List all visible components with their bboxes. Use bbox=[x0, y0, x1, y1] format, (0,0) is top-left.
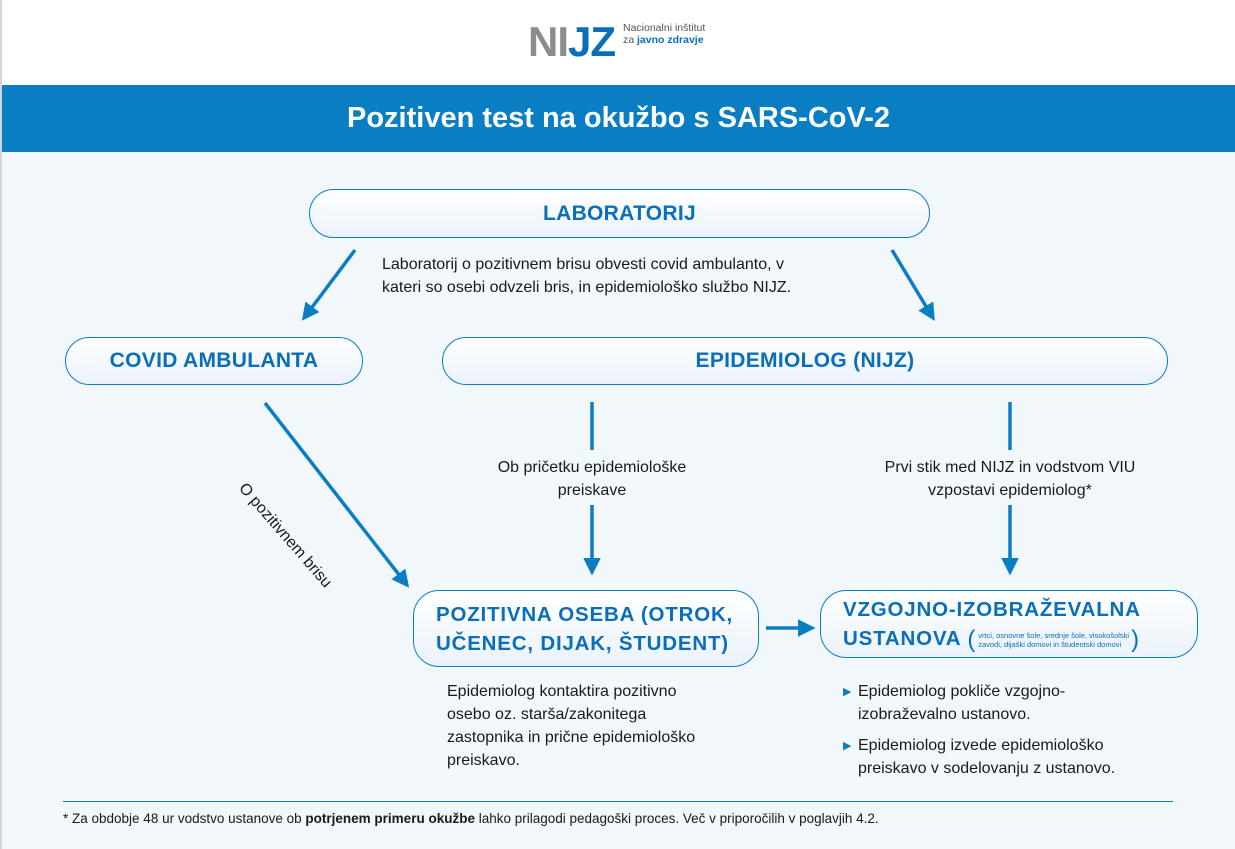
bullet-triangle-icon: ▶ bbox=[843, 686, 852, 698]
paren-close: ) bbox=[1131, 625, 1140, 653]
positive-details-line1: Epidemiolog kontaktira pozitivno bbox=[447, 683, 677, 700]
lab-notification-line1: Laboratorij o pozitivnem brisu obvesti c… bbox=[382, 256, 784, 273]
node-vzgojno-label: VZGOJNO-IZOBRAŽEVALNA USTANOVA(vrtci, os… bbox=[843, 595, 1141, 653]
positive-person-details: Epidemiolog kontaktira pozitivno osebo o… bbox=[447, 680, 767, 772]
node-covid-ambulanta: COVID AMBULANTA bbox=[65, 337, 363, 385]
node-pozitivna-oseba: POZITIVNA OSEBA (OTROK, UČENEC, DIJAK, Š… bbox=[413, 590, 759, 667]
node-vzgojno-line2-row: USTANOVA(vrtci, osnovne šole, srednje šo… bbox=[843, 624, 1141, 653]
node-pozitivna-oseba-label: POZITIVNA OSEBA (OTROK, UČENEC, DIJAK, Š… bbox=[436, 600, 733, 658]
prvi-stik-line2: vzpostavi epidemiolog* bbox=[928, 482, 1092, 499]
page-edge bbox=[0, 0, 2, 849]
footnote-divider bbox=[63, 801, 1173, 802]
institution-step-2: ▶ Epidemiolog izvede epidemiološko preis… bbox=[843, 734, 1173, 780]
logo-wordmark: Nacionalni inštitut za javno zdravje bbox=[623, 22, 705, 46]
logo-line2: za javno zdravje bbox=[623, 34, 705, 46]
node-vzgojno-line2: USTANOVA bbox=[843, 627, 962, 650]
institution-examples-text: vrtci, osnovne šole, srednje šole, visok… bbox=[976, 631, 1131, 649]
step2-line2: preiskavo v sodelovanju z ustanovo. bbox=[858, 760, 1116, 777]
logo-line1: Nacionalni inštitut bbox=[623, 22, 706, 34]
note-line2: zavodi, dijaški domovi in študentski dom… bbox=[978, 639, 1122, 649]
node-laboratorij-label: LABORATORIJ bbox=[542, 201, 697, 225]
step1-line1: Epidemiolog pokliče vzgojno- bbox=[858, 683, 1066, 700]
bullet-triangle-icon: ▶ bbox=[843, 740, 852, 752]
arrow-covid-to-positive bbox=[263, 401, 410, 588]
prvi-stik-line1: Prvi stik med NIJZ in vodstvom VIU bbox=[884, 459, 1136, 476]
edge-label-ob-pricetku: Ob pričetku epidemiološke preiskave bbox=[462, 456, 722, 502]
note-line1: vrtci, osnovne šole, srednje šole, visok… bbox=[978, 630, 1130, 640]
ob-pricetku-line2: preiskave bbox=[557, 482, 627, 499]
node-vzgojno-line1: VZGOJNO-IZOBRAŽEVALNA bbox=[843, 598, 1141, 621]
arrow-lab-to-covid bbox=[301, 248, 357, 321]
positive-details-line4: preiskavo. bbox=[447, 752, 520, 769]
ob-pricetku-line1: Ob pričetku epidemiološke bbox=[497, 459, 687, 476]
footnote-bold: potrjenem primeru okužbe bbox=[305, 811, 475, 826]
step2-line1: Epidemiolog izvede epidemiološko bbox=[858, 737, 1104, 754]
positive-details-line3: zastopnika in prične epidemiološko bbox=[447, 729, 696, 746]
lab-notification-text: Laboratorij o pozitivnem brisu obvesti c… bbox=[382, 253, 862, 299]
node-pozitivna-oseba-line1: POZITIVNA OSEBA (OTROK, bbox=[436, 602, 734, 626]
title-banner: Pozitiven test na okužbo s SARS-CoV-2 bbox=[2, 85, 1235, 152]
content-background bbox=[0, 152, 1235, 849]
footnote-part1: * Za obdobje 48 ur vodstvo ustanove ob bbox=[63, 811, 306, 826]
node-vzgojno-izobrazevalna-ustanova: VZGOJNO-IZOBRAŽEVALNA USTANOVA(vrtci, os… bbox=[820, 590, 1198, 658]
institution-step-1: ▶ Epidemiolog pokliče vzgojno- izobražev… bbox=[843, 680, 1173, 726]
institution-steps-list: ▶ Epidemiolog pokliče vzgojno- izobražev… bbox=[843, 680, 1173, 788]
logo-mark-right: JZ bbox=[568, 18, 616, 65]
positive-details-line2: osebo oz. starša/zakonitega bbox=[447, 706, 647, 723]
node-pozitivna-oseba-line2: UČENEC, DIJAK, ŠTUDENT) bbox=[436, 631, 729, 655]
lab-notification-line2: kateri so osebi odvzeli bris, in epidemi… bbox=[382, 279, 792, 296]
paren-open: ( bbox=[967, 625, 977, 653]
page-title: Pozitiven test na okužbo s SARS-CoV-2 bbox=[346, 102, 891, 134]
step1-line2: izobraževalno ustanovo. bbox=[858, 706, 1031, 723]
footnote-part2: lahko prilagodi pedagoški proces. Več v … bbox=[474, 811, 879, 826]
edge-label-prvi-stik: Prvi stik med NIJZ in vodstvom VIU vzpos… bbox=[840, 456, 1180, 502]
node-epidemiolog: EPIDEMIOLOG (NIJZ) bbox=[442, 337, 1168, 385]
logo-line2-strong: javno zdravje bbox=[637, 34, 704, 46]
footnote: * Za obdobje 48 ur vodstvo ustanove ob p… bbox=[63, 810, 879, 828]
logo-mark: NIJZ bbox=[528, 18, 616, 65]
node-laboratorij: LABORATORIJ bbox=[309, 189, 930, 238]
arrow-lab-to-epi bbox=[890, 249, 935, 321]
institution-examples-note: (vrtci, osnovne šole, srednje šole, viso… bbox=[967, 625, 1140, 653]
logo-line2-prefix: za bbox=[623, 34, 635, 46]
node-covid-ambulanta-label: COVID AMBULANTA bbox=[109, 349, 319, 372]
node-epidemiolog-label: EPIDEMIOLOG (NIJZ) bbox=[695, 349, 915, 372]
logo-mark-left: NI bbox=[528, 18, 569, 65]
